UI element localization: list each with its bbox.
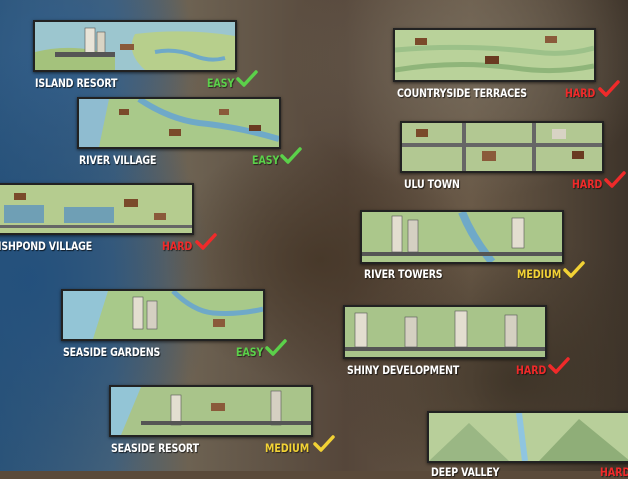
level-thumbnail[interactable] — [61, 289, 265, 341]
level-difficulty: HARD — [516, 363, 547, 377]
thumbnail-art — [111, 387, 311, 435]
thumbnail-art — [79, 99, 279, 147]
level-thumbnail[interactable] — [0, 183, 194, 235]
thumbnail-art — [0, 185, 192, 233]
level-difficulty: MEDIUM — [265, 441, 310, 455]
level-name: SEASIDE RESORT — [111, 441, 199, 455]
level-name: RIVER VILLAGE — [79, 153, 157, 167]
thumbnail-art — [63, 291, 263, 339]
level-thumbnail[interactable] — [427, 411, 628, 463]
level-difficulty: HARD — [600, 465, 628, 479]
level-difficulty: HARD — [572, 177, 603, 191]
level-difficulty: HARD — [162, 239, 193, 253]
checkmark-icon — [280, 147, 302, 164]
level-name: COUNTRYSIDE TERRACES — [397, 86, 527, 100]
checkmark-icon — [236, 70, 258, 87]
level-difficulty: EASY — [207, 76, 235, 90]
level-name: ISLAND RESORT — [35, 76, 118, 90]
level-name: RIVER TOWERS — [364, 267, 443, 281]
checkmark-icon — [604, 171, 626, 188]
level-thumbnail[interactable] — [33, 20, 237, 72]
level-thumbnail[interactable] — [400, 121, 604, 173]
level-thumbnail[interactable] — [343, 305, 547, 359]
checkmark-icon — [563, 261, 585, 278]
level-difficulty: EASY — [236, 345, 264, 359]
level-name: ULU TOWN — [404, 177, 460, 191]
checkmark-icon — [265, 339, 287, 356]
thumbnail-art — [362, 212, 562, 262]
checkmark-icon — [313, 435, 335, 452]
level-thumbnail[interactable] — [393, 28, 596, 82]
level-thumbnail[interactable] — [77, 97, 281, 149]
thumbnail-art — [395, 30, 594, 80]
level-name: ISHPOND VILLAGE — [0, 239, 92, 253]
thumbnail-art — [345, 307, 545, 357]
level-thumbnail[interactable] — [109, 385, 313, 437]
checkmark-icon — [598, 80, 620, 97]
level-name: SHINY DEVELOPMENT — [347, 363, 460, 377]
level-thumbnail[interactable] — [360, 210, 564, 264]
level-difficulty: MEDIUM — [517, 267, 562, 281]
checkmark-icon — [548, 357, 570, 374]
thumbnail-art — [35, 22, 235, 70]
level-difficulty: EASY — [252, 153, 280, 167]
level-name: SEASIDE GARDENS — [63, 345, 161, 359]
thumbnail-art — [402, 123, 602, 171]
level-difficulty: HARD — [565, 86, 596, 100]
checkmark-icon — [195, 233, 217, 250]
level-name: DEEP VALLEY — [431, 465, 500, 479]
thumbnail-art — [429, 413, 628, 461]
